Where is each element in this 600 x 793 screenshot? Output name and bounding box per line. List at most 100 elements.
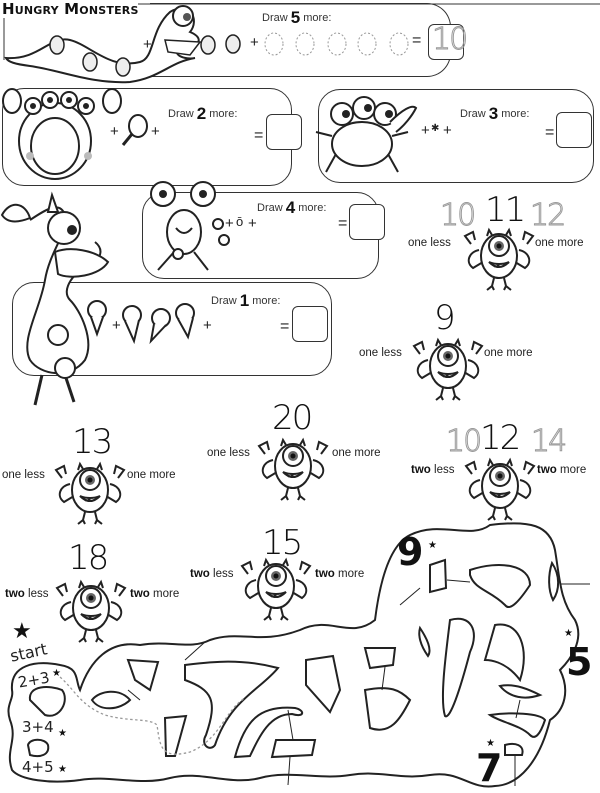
- label-text: more: [556, 464, 587, 476]
- star-icon: ★: [486, 738, 495, 749]
- draw-prefix: Draw: [262, 12, 288, 24]
- center-number: 13: [72, 422, 113, 462]
- star-icon: ★: [564, 628, 573, 639]
- plus-sign: +: [203, 317, 212, 334]
- eyeball-icon: [218, 234, 230, 246]
- traced-strawberry-icon: [327, 32, 347, 56]
- draw-prefix: Draw: [168, 108, 194, 120]
- strawberry-icon: [115, 57, 131, 77]
- traced-path: [59, 676, 246, 755]
- unicorn-monster-illustration: [0, 191, 110, 406]
- label-text: one less: [2, 469, 45, 481]
- less-label: one less: [408, 237, 451, 249]
- label-bold: two: [190, 568, 210, 580]
- draw-prefix: Draw: [211, 295, 237, 307]
- star-icon: ★: [52, 668, 61, 679]
- strawberry-icon: [49, 35, 65, 55]
- label-text: one more: [535, 237, 584, 249]
- draw-suffix: more:: [501, 108, 530, 120]
- more-label: one more: [484, 347, 533, 359]
- draw-instruction: Draw 1 more:: [211, 291, 280, 311]
- cyclops-monster-icon: [463, 227, 535, 291]
- label-text: less: [430, 464, 455, 476]
- cyclops-monster-icon: [464, 457, 536, 521]
- center-number: 18: [68, 538, 109, 578]
- label-bold: two: [411, 464, 431, 476]
- draw-prefix: Draw: [257, 202, 283, 214]
- problem-panel-icecream: [12, 282, 332, 376]
- traced-two-less: 10: [445, 424, 482, 460]
- equals-sign: =: [254, 127, 264, 144]
- center-number: 9: [434, 298, 456, 338]
- plus-sign: +: [443, 122, 452, 139]
- ice-cream-cone-icon: [122, 305, 142, 345]
- drumstick-icon: [121, 114, 148, 146]
- more-label: two more: [537, 464, 586, 476]
- draw-count: 3: [488, 104, 499, 123]
- label-bold: two: [537, 464, 557, 476]
- label-text: more: [334, 568, 365, 580]
- plus-sign: +: [248, 215, 257, 232]
- label-text: one less: [207, 447, 250, 459]
- eyeball-icon: [172, 248, 184, 260]
- strawberry-icon: [225, 34, 241, 54]
- cyclops-monster-icon: [240, 557, 312, 621]
- answer-box-flies[interactable]: [556, 112, 592, 148]
- less-label: one less: [2, 469, 45, 481]
- center-number: 15: [262, 523, 303, 563]
- draw-instruction: Draw 5 more:: [262, 8, 331, 28]
- draw-suffix: more:: [209, 108, 238, 120]
- ice-cream-scoop-icon: [47, 324, 69, 346]
- maze-equation: 4+5: [22, 758, 54, 776]
- problem-panel-flies: [318, 89, 594, 183]
- traced-strawberry-icon: [389, 32, 409, 56]
- ice-cream-cone-icon: [175, 303, 195, 340]
- maze-target-number: 7: [476, 746, 503, 790]
- draw-count: 2: [196, 104, 207, 123]
- label-text: one less: [359, 347, 402, 359]
- star-icon: ★: [428, 540, 437, 551]
- label-text: less: [209, 568, 234, 580]
- plus-sign: +: [225, 215, 234, 232]
- plus-sign: +: [110, 123, 119, 140]
- traced-strawberry-icon: [264, 32, 284, 56]
- frog-monster-illustration: [315, 96, 418, 173]
- strawberry-icon: [82, 52, 98, 72]
- traced-two-more: 14: [530, 424, 567, 460]
- star-icon: ★: [58, 764, 67, 775]
- cyclops-monster-icon: [55, 579, 127, 643]
- drumstick-icon: [102, 88, 122, 114]
- draw-count: 1: [239, 291, 250, 310]
- eyeball-icon: ō: [236, 214, 244, 229]
- less-label: two less: [411, 464, 454, 476]
- draw-instruction: Draw 4 more:: [257, 198, 326, 218]
- label-text: one more: [127, 469, 176, 481]
- answer-box-drumsticks[interactable]: [266, 114, 302, 150]
- answer-box-icecream[interactable]: [292, 306, 328, 342]
- plus-sign: +: [250, 34, 259, 51]
- cyclops-monster-icon: [412, 337, 484, 401]
- traced-answer: 10: [431, 22, 468, 58]
- eyeball-icon: [212, 218, 224, 230]
- center-number: 20: [272, 398, 313, 438]
- drumstick-icon: [2, 88, 22, 114]
- draw-count: 4: [285, 198, 296, 217]
- less-label: two less: [5, 588, 48, 600]
- traced-one-less: 10: [439, 198, 476, 234]
- draw-suffix: more:: [303, 12, 332, 24]
- equals-sign: =: [412, 32, 422, 49]
- plus-sign: +: [112, 317, 121, 334]
- answer-box-strawberries[interactable]: [428, 24, 464, 60]
- center-number: 11: [485, 190, 526, 230]
- less-label: one less: [359, 347, 402, 359]
- antenna-monster-illustration: [150, 181, 230, 271]
- answer-box-eyeballs[interactable]: [349, 204, 385, 240]
- more-label: two more: [130, 588, 179, 600]
- ice-cream-scoop-icon: [54, 357, 76, 379]
- draw-prefix: Draw: [460, 108, 486, 120]
- cyclops-monster-icon: [257, 437, 329, 501]
- equals-sign: =: [338, 215, 348, 232]
- label-text: one more: [332, 447, 381, 459]
- draw-suffix: more:: [252, 295, 281, 307]
